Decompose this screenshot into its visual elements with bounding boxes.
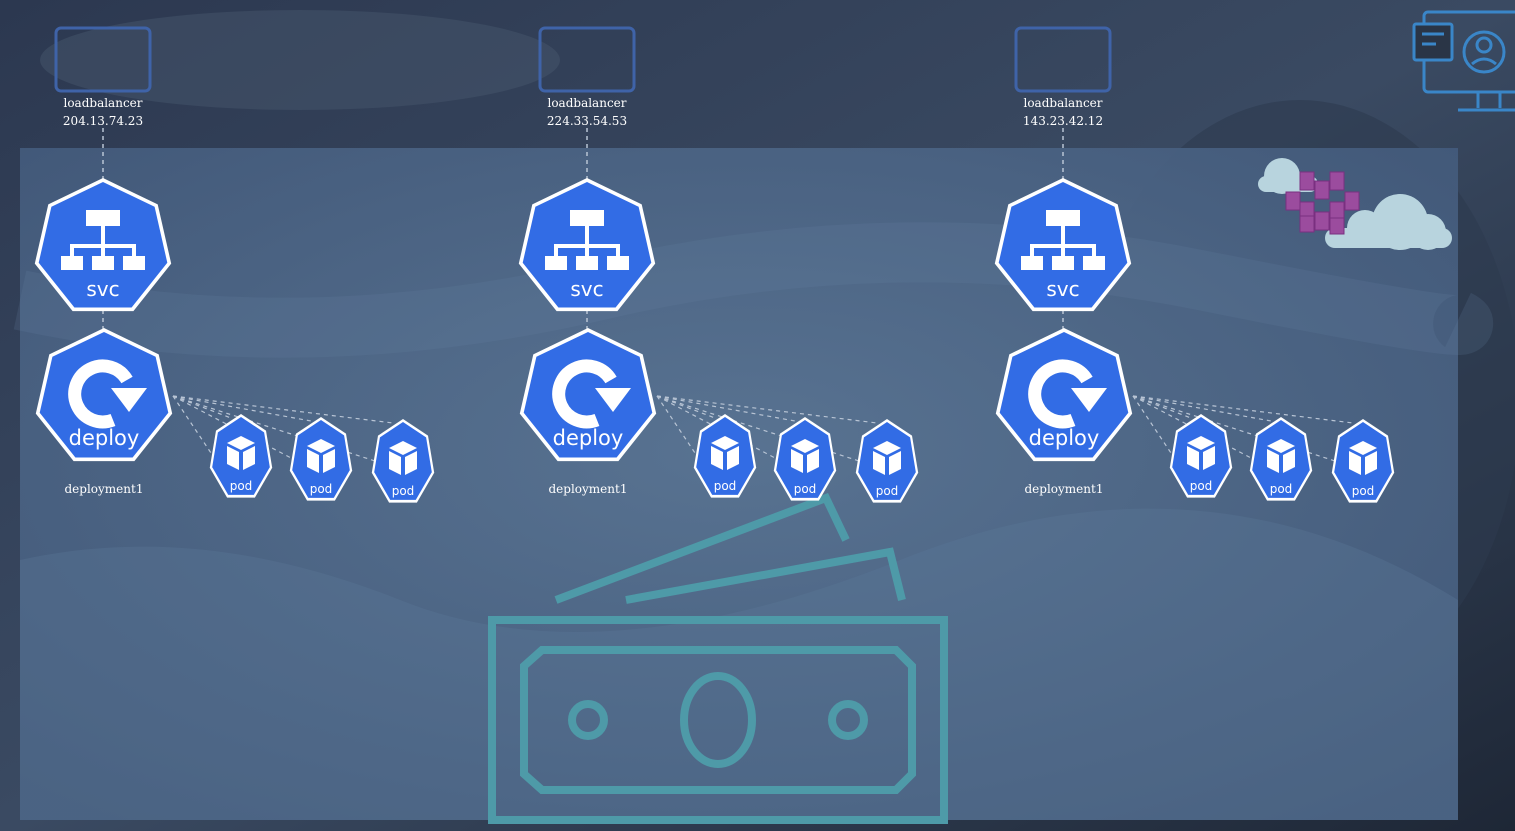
pod-label: pod: [1270, 482, 1293, 496]
loadbalancer-name: loadbalancer: [63, 96, 143, 110]
loadbalancer-label: loadbalancer 224.33.54.53: [517, 94, 657, 130]
loadbalancer-ip: 143.23.42.12: [1022, 114, 1104, 128]
pod-icon[interactable]: pod: [1331, 419, 1395, 503]
pod-label: pod: [230, 479, 253, 493]
deploy-icon-label: deploy: [553, 426, 624, 450]
loadbalancer-box[interactable]: [54, 26, 152, 93]
deploy-to-pod-connector: [1132, 395, 1354, 424]
pod-label: pod: [876, 484, 899, 498]
loadbalancer-name: loadbalancer: [1023, 96, 1103, 110]
pod-label: pod: [794, 482, 817, 496]
loadbalancer-name: loadbalancer: [547, 96, 627, 110]
pod-label: pod: [310, 482, 333, 496]
pod-icon[interactable]: pod: [209, 414, 273, 498]
deploy-icon-label: deploy: [69, 426, 140, 450]
loadbalancer-box[interactable]: [1014, 26, 1112, 93]
pod-icon[interactable]: pod: [773, 417, 837, 501]
pod-icon[interactable]: pod: [1169, 414, 1233, 498]
cluster-3: svc deploy pod pod pod: [994, 26, 1395, 503]
svc-label: svc: [1046, 277, 1079, 301]
pod-label: pod: [392, 484, 415, 498]
svc-icon[interactable]: svc: [994, 178, 1132, 312]
cloud-with-containers-icon: [1258, 158, 1452, 250]
pod-icon[interactable]: pod: [371, 419, 435, 503]
deploy-to-pod-connector: [656, 395, 878, 424]
banknote-icon: [488, 492, 948, 824]
svc-icon[interactable]: svc: [518, 178, 656, 312]
svc-label: svc: [86, 277, 119, 301]
svc-label: svc: [570, 277, 603, 301]
deploy-icon[interactable]: deploy: [519, 328, 657, 462]
loadbalancer-box[interactable]: [538, 26, 636, 93]
pod-label: pod: [1352, 484, 1375, 498]
pod-icon[interactable]: pod: [855, 419, 919, 503]
deploy-icon[interactable]: deploy: [35, 328, 173, 462]
pod-icon[interactable]: pod: [693, 414, 757, 498]
pod-icon[interactable]: pod: [1249, 417, 1313, 501]
monitor-user-icon: [1412, 10, 1515, 112]
deployment-name: deployment1: [1024, 482, 1104, 496]
deployment-name: deployment1: [548, 482, 628, 496]
cluster-2: svc deploy pod pod pod: [518, 26, 919, 503]
deployment-name: deployment1: [64, 482, 144, 496]
loadbalancer-label: loadbalancer 143.23.42.12: [993, 94, 1133, 130]
pod-label: pod: [714, 479, 737, 493]
deploy-to-pod-connector: [172, 395, 394, 424]
pod-label: pod: [1190, 479, 1213, 493]
pod-icon[interactable]: pod: [289, 417, 353, 501]
cluster-1: svc deploy pod pod pod: [34, 26, 435, 503]
loadbalancer-ip: 204.13.74.23: [62, 114, 144, 128]
deploy-icon-label: deploy: [1029, 426, 1100, 450]
loadbalancer-label: loadbalancer 204.13.74.23: [33, 94, 173, 130]
svc-icon[interactable]: svc: [34, 178, 172, 312]
loadbalancer-ip: 224.33.54.53: [546, 114, 628, 128]
deploy-icon[interactable]: deploy: [995, 328, 1133, 462]
